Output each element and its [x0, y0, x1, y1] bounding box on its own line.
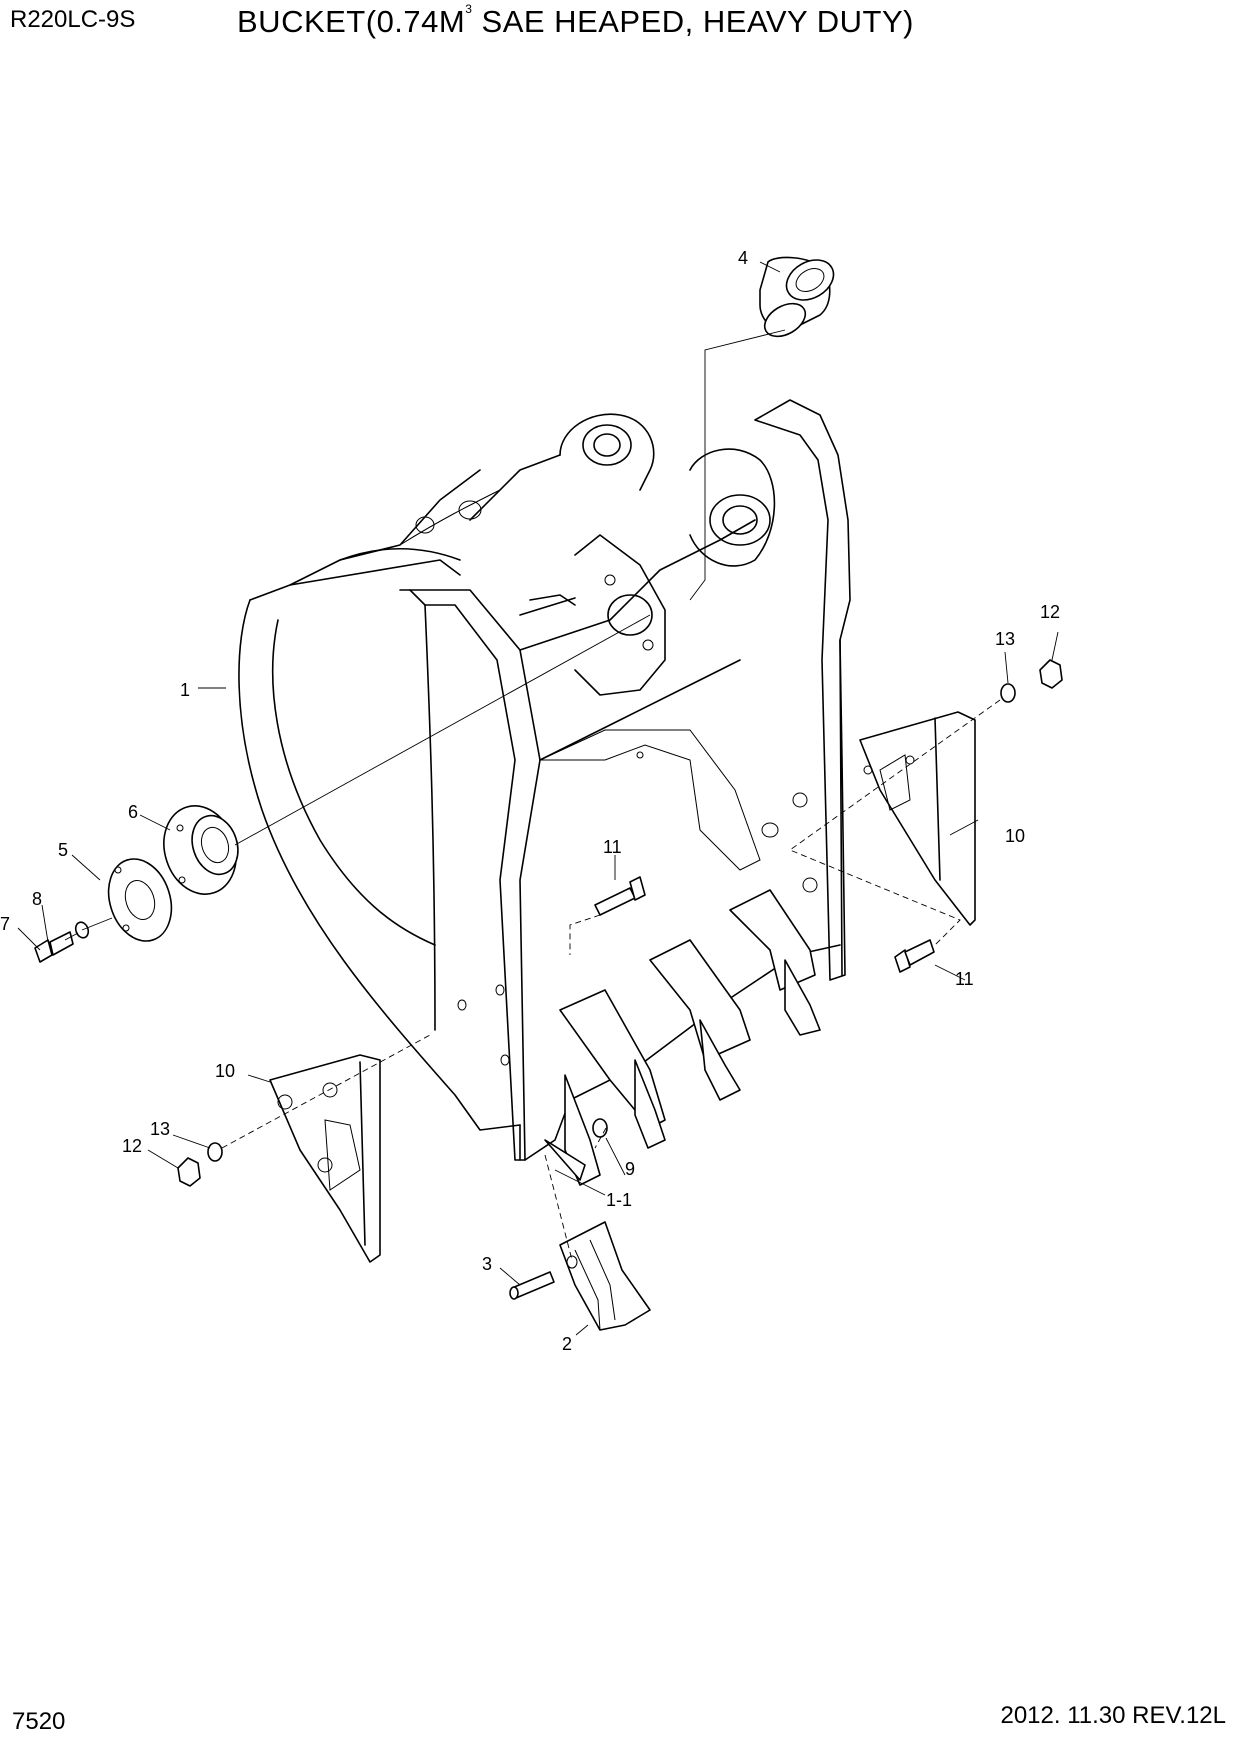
side-cutter-right[interactable] — [859, 711, 976, 926]
bolt-11-right[interactable] — [894, 939, 935, 973]
bucket-tooth[interactable] — [559, 1221, 651, 1331]
callout-1: 1 — [180, 680, 190, 700]
leader-lines — [17, 261, 1059, 1336]
bolt-7[interactable] — [34, 931, 74, 963]
callout-13-left: 13 — [150, 1119, 170, 1139]
assembly-lines — [64, 329, 1001, 1261]
tooth-pin[interactable] — [509, 1271, 555, 1300]
callout-12-left: 12 — [122, 1136, 142, 1156]
washer-13-right[interactable] — [1000, 683, 1016, 703]
model-number: R220LC-9S — [10, 6, 136, 33]
callout-6: 6 — [128, 802, 138, 822]
callout-1-1: 1-1 — [606, 1190, 632, 1210]
bolt-11-center[interactable] — [594, 876, 646, 916]
callout-8: 8 — [32, 889, 42, 909]
washer-9[interactable] — [592, 1118, 608, 1138]
callout-10-right: 10 — [1005, 826, 1025, 846]
title-main: BUCKET(0.74M — [237, 4, 466, 39]
bucket-body[interactable] — [238, 399, 851, 1161]
callout-9: 9 — [625, 1159, 635, 1179]
callout-5: 5 — [58, 840, 68, 860]
callout-10-left: 10 — [215, 1061, 235, 1081]
shim-ring[interactable] — [153, 796, 247, 903]
page-number: 7520 — [12, 1708, 66, 1735]
callout-2: 2 — [562, 1334, 572, 1354]
tooth-adapters[interactable] — [544, 889, 821, 1186]
nut-12-right[interactable] — [1039, 659, 1063, 689]
title-rest: SAE HEAPED, HEAVY DUTY) — [472, 4, 914, 39]
side-cutter-left[interactable] — [269, 1054, 381, 1263]
callout-11-center: 11 — [603, 837, 622, 857]
callout-11-right: 11 — [955, 969, 974, 989]
washer-13-left[interactable] — [207, 1142, 223, 1162]
page-title: BUCKET(0.74M3 SAE HEAPED, HEAVY DUTY) — [237, 2, 914, 40]
callout-12-right: 12 — [1040, 602, 1060, 622]
title-superscript: 3 — [465, 2, 473, 16]
shim-plate[interactable] — [98, 851, 181, 949]
bushing[interactable] — [759, 252, 841, 343]
nut-12-left[interactable] — [177, 1157, 201, 1187]
callout-3: 3 — [482, 1254, 492, 1274]
callout-labels: 1 1-1 2 3 4 5 6 7 8 9 10 10 11 11 12 12 … — [0, 248, 1060, 1354]
revision-date: 2012. 11.30 REV.12L — [1000, 1702, 1226, 1729]
callout-4: 4 — [738, 248, 748, 268]
callout-7: 7 — [0, 914, 10, 934]
callout-13-right: 13 — [995, 629, 1015, 649]
